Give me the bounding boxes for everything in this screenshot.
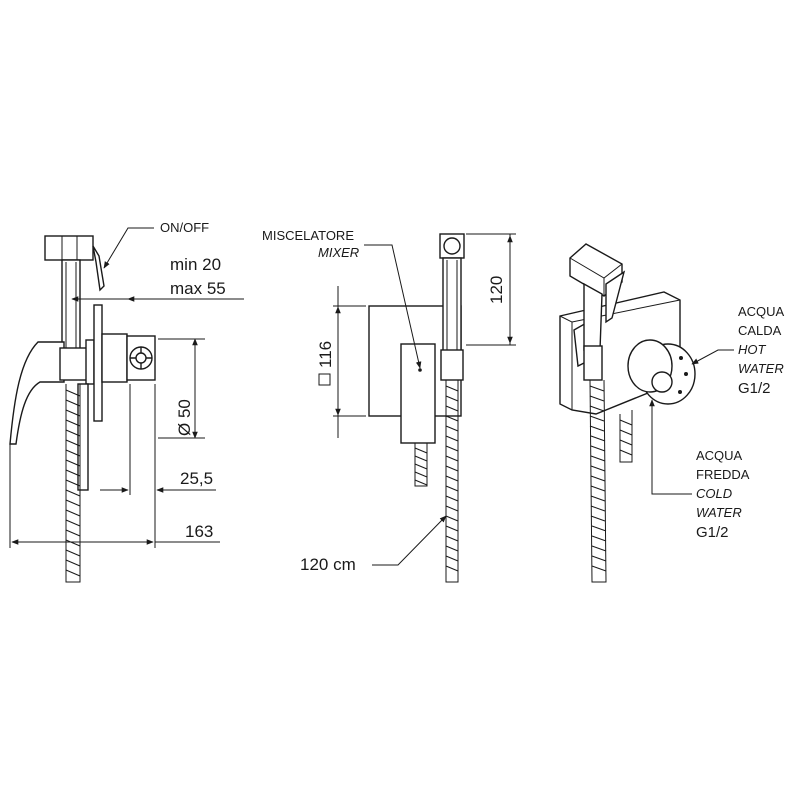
mixer-label-it: MISCELATORE (262, 228, 354, 243)
wall-plate (93, 304, 103, 422)
wall-min-label: min 20 (170, 255, 221, 274)
mixer-lever (9, 341, 65, 445)
cold-label-it-1: ACQUA (696, 448, 743, 463)
iso-hose (589, 379, 607, 583)
side-view: ON/OFF min 20 max 55 Ø 50 25,5 163 (9, 220, 244, 583)
handle-height-label: 120 (487, 276, 506, 304)
front-hose (445, 380, 459, 583)
cold-thread-label: G1/2 (696, 524, 729, 541)
hot-label-it-1: ACQUA (738, 304, 785, 319)
hot-label-en-1: HOT (738, 342, 767, 357)
cold-label-en-2: WATER (696, 505, 742, 520)
plate-size-label: 116 (316, 341, 335, 368)
front-view: MISCELATORE MIXER 116 120 120 cm (262, 228, 516, 583)
trigger-lever (92, 245, 105, 292)
hose-left (65, 384, 81, 583)
hot-label-it-2: CALDA (738, 323, 782, 338)
diameter-label: Ø 50 (175, 399, 194, 436)
front-shower-handle (442, 257, 462, 355)
shower-handle (61, 259, 81, 353)
hot-label-en-2: WATER (738, 361, 784, 376)
hose-connector (59, 347, 89, 381)
total-length-label: 163 (185, 522, 213, 541)
depth-label: 25,5 (180, 469, 213, 488)
on-off-label: ON/OFF (160, 220, 209, 235)
shower-head (44, 235, 94, 261)
hose-length-label: 120 cm (300, 555, 356, 574)
wall-max-label: max 55 (170, 279, 226, 298)
isometric-view: ACQUA CALDA HOT WATER G1/2 ACQUA FREDDA … (559, 243, 785, 583)
hot-thread-label: G1/2 (738, 380, 771, 397)
cold-label-it-2: FREDDA (696, 467, 750, 482)
mixer-label-en: MIXER (318, 245, 359, 260)
cold-label-en-1: COLD (696, 486, 732, 501)
iso-shower-handle (583, 282, 603, 351)
